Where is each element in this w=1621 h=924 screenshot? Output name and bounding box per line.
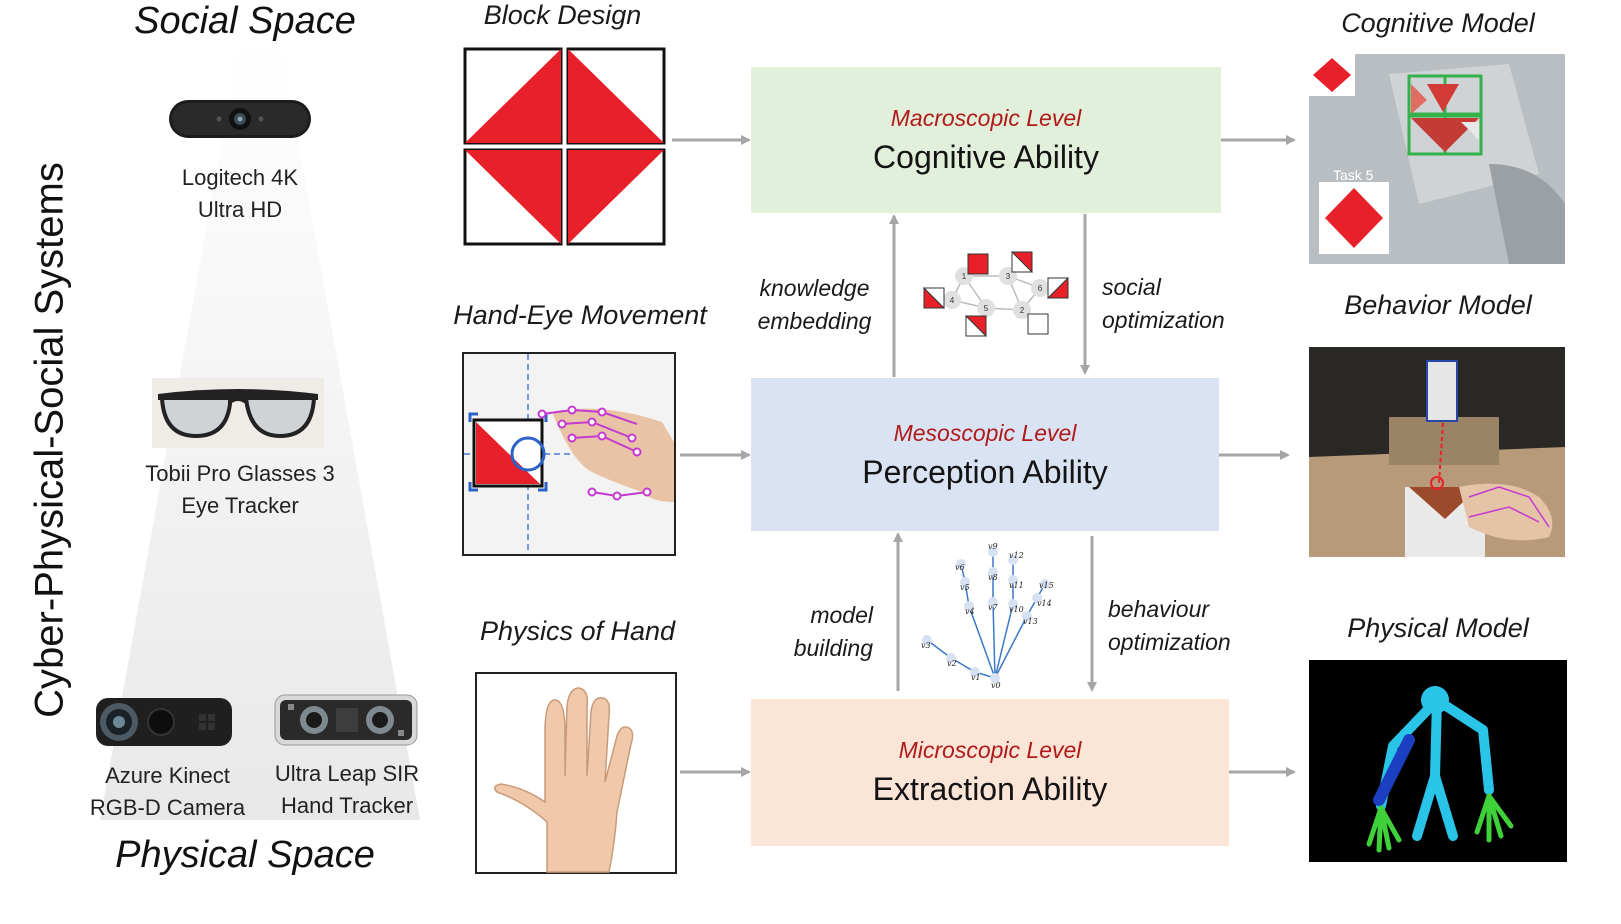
graph-label-2: 2 bbox=[1020, 306, 1025, 315]
hand-node-5 bbox=[960, 577, 970, 587]
graph-label-5: 5 bbox=[984, 304, 989, 313]
hand-label-12: v12 bbox=[1009, 551, 1024, 560]
social-space-heading: Social Space bbox=[134, 0, 356, 42]
eye-tracker-glasses-icon bbox=[152, 378, 324, 448]
webcam-icon bbox=[169, 100, 311, 138]
hand-node-0 bbox=[990, 673, 1000, 683]
model-building-label: model building bbox=[793, 602, 873, 661]
hand-node-10 bbox=[1008, 599, 1018, 609]
hand-label-10: v10 bbox=[1009, 605, 1024, 614]
hand-label-9: v9 bbox=[988, 542, 998, 551]
graph-label-3: 3 bbox=[1006, 272, 1011, 281]
graph-node-6 bbox=[1031, 279, 1049, 297]
hand-node-4 bbox=[964, 601, 974, 611]
behavior-model-photo bbox=[1309, 347, 1565, 557]
physics-hand-figure bbox=[475, 672, 677, 874]
graph-node-4 bbox=[943, 291, 961, 309]
hand-label-0: v0 bbox=[991, 681, 1001, 690]
hand-node-11 bbox=[1008, 575, 1018, 585]
hand-label-11: v11 bbox=[1009, 581, 1024, 590]
graph-label-1: 1 bbox=[962, 272, 967, 281]
depth-camera-icon bbox=[96, 698, 232, 746]
knowledge-graph: 1 3 6 4 5 2 bbox=[923, 251, 1069, 338]
hand-label-7: v7 bbox=[988, 603, 999, 612]
physical-model-render bbox=[1309, 660, 1567, 862]
hand-label-15: v15 bbox=[1039, 581, 1054, 590]
block-design-heading: Block Design bbox=[483, 0, 642, 30]
social-optimization-label: social optimization bbox=[1102, 274, 1225, 333]
physics-hand-heading: Physics of Hand bbox=[479, 616, 676, 646]
hand-node-2 bbox=[946, 653, 956, 663]
behaviour-optimization-label: behaviour optimization bbox=[1108, 596, 1231, 655]
hand-node-12 bbox=[1008, 555, 1018, 565]
cognitive-model-heading: Cognitive Model bbox=[1341, 8, 1535, 38]
physical-space-heading: Physical Space bbox=[115, 834, 375, 876]
perception-ability-label: Perception Ability bbox=[862, 454, 1108, 490]
graph-label-6: 6 bbox=[1038, 284, 1043, 293]
graph-node-5 bbox=[977, 299, 995, 317]
microscopic-level-name: Microscopic Level bbox=[898, 737, 1082, 763]
webcam-label: Logitech 4K Ultra HD bbox=[181, 165, 299, 222]
hand-eye-figure bbox=[462, 352, 676, 556]
hand-node-9 bbox=[988, 547, 998, 557]
cognitive-ability-label: Cognitive Ability bbox=[873, 139, 1099, 175]
hand-eye-heading: Hand-Eye Movement bbox=[453, 300, 707, 330]
hand-label-14: v14 bbox=[1037, 599, 1052, 608]
mesoscopic-level-name: Mesoscopic Level bbox=[893, 420, 1077, 446]
hand-label-2: v2 bbox=[947, 659, 957, 668]
hand-node-1 bbox=[970, 667, 980, 677]
eye-tracker-label: Tobii Pro Glasses 3 Eye Tracker bbox=[145, 461, 335, 518]
macroscopic-level-name: Macroscopic Level bbox=[890, 105, 1082, 131]
extraction-ability-label: Extraction Ability bbox=[872, 771, 1108, 807]
macroscopic-level-box: Macroscopic Level Cognitive Ability bbox=[751, 67, 1221, 213]
hand-label-6: v6 bbox=[955, 563, 965, 572]
graph-label-4: 4 bbox=[950, 296, 955, 305]
hand-label-3: v3 bbox=[921, 641, 931, 650]
hand-label-13: v13 bbox=[1023, 617, 1038, 626]
hand-node-8 bbox=[988, 567, 998, 577]
hand-label-4: v4 bbox=[965, 607, 975, 616]
hand-skeleton-graph: v0 v1 v2 v3 v4 v5 v6 v7 v8 v9 v10 v11 v1… bbox=[921, 542, 1054, 690]
knowledge-embedding-label: knowledge embedding bbox=[757, 275, 872, 334]
task-label: Task 5 bbox=[1333, 167, 1374, 183]
hand-node-7 bbox=[988, 597, 998, 607]
hand-node-15 bbox=[1040, 579, 1050, 589]
cognitive-model-photo: Task 5 bbox=[1309, 54, 1565, 264]
behavior-model-heading: Behavior Model bbox=[1344, 290, 1532, 320]
block-design-figure bbox=[463, 47, 666, 246]
hand-node-6 bbox=[956, 559, 966, 569]
hand-label-1: v1 bbox=[971, 673, 981, 682]
hand-tracker-label: Ultra Leap SIR Hand Tracker bbox=[274, 761, 420, 818]
hand-label-8: v8 bbox=[988, 573, 998, 582]
hand-tracker-icon bbox=[274, 694, 418, 746]
hand-node-13 bbox=[1022, 611, 1032, 621]
hand-label-5: v5 bbox=[960, 583, 970, 592]
hand-node-14 bbox=[1032, 593, 1042, 603]
physical-model-heading: Physical Model bbox=[1347, 613, 1529, 643]
depth-camera-label: Azure Kinect RGB-D Camera bbox=[89, 763, 246, 820]
hand-node-3 bbox=[922, 635, 932, 645]
graph-node-2 bbox=[1013, 301, 1031, 319]
microscopic-level-box: Microscopic Level Extraction Ability bbox=[751, 699, 1229, 846]
mesoscopic-level-box: Mesoscopic Level Perception Ability bbox=[751, 378, 1219, 531]
